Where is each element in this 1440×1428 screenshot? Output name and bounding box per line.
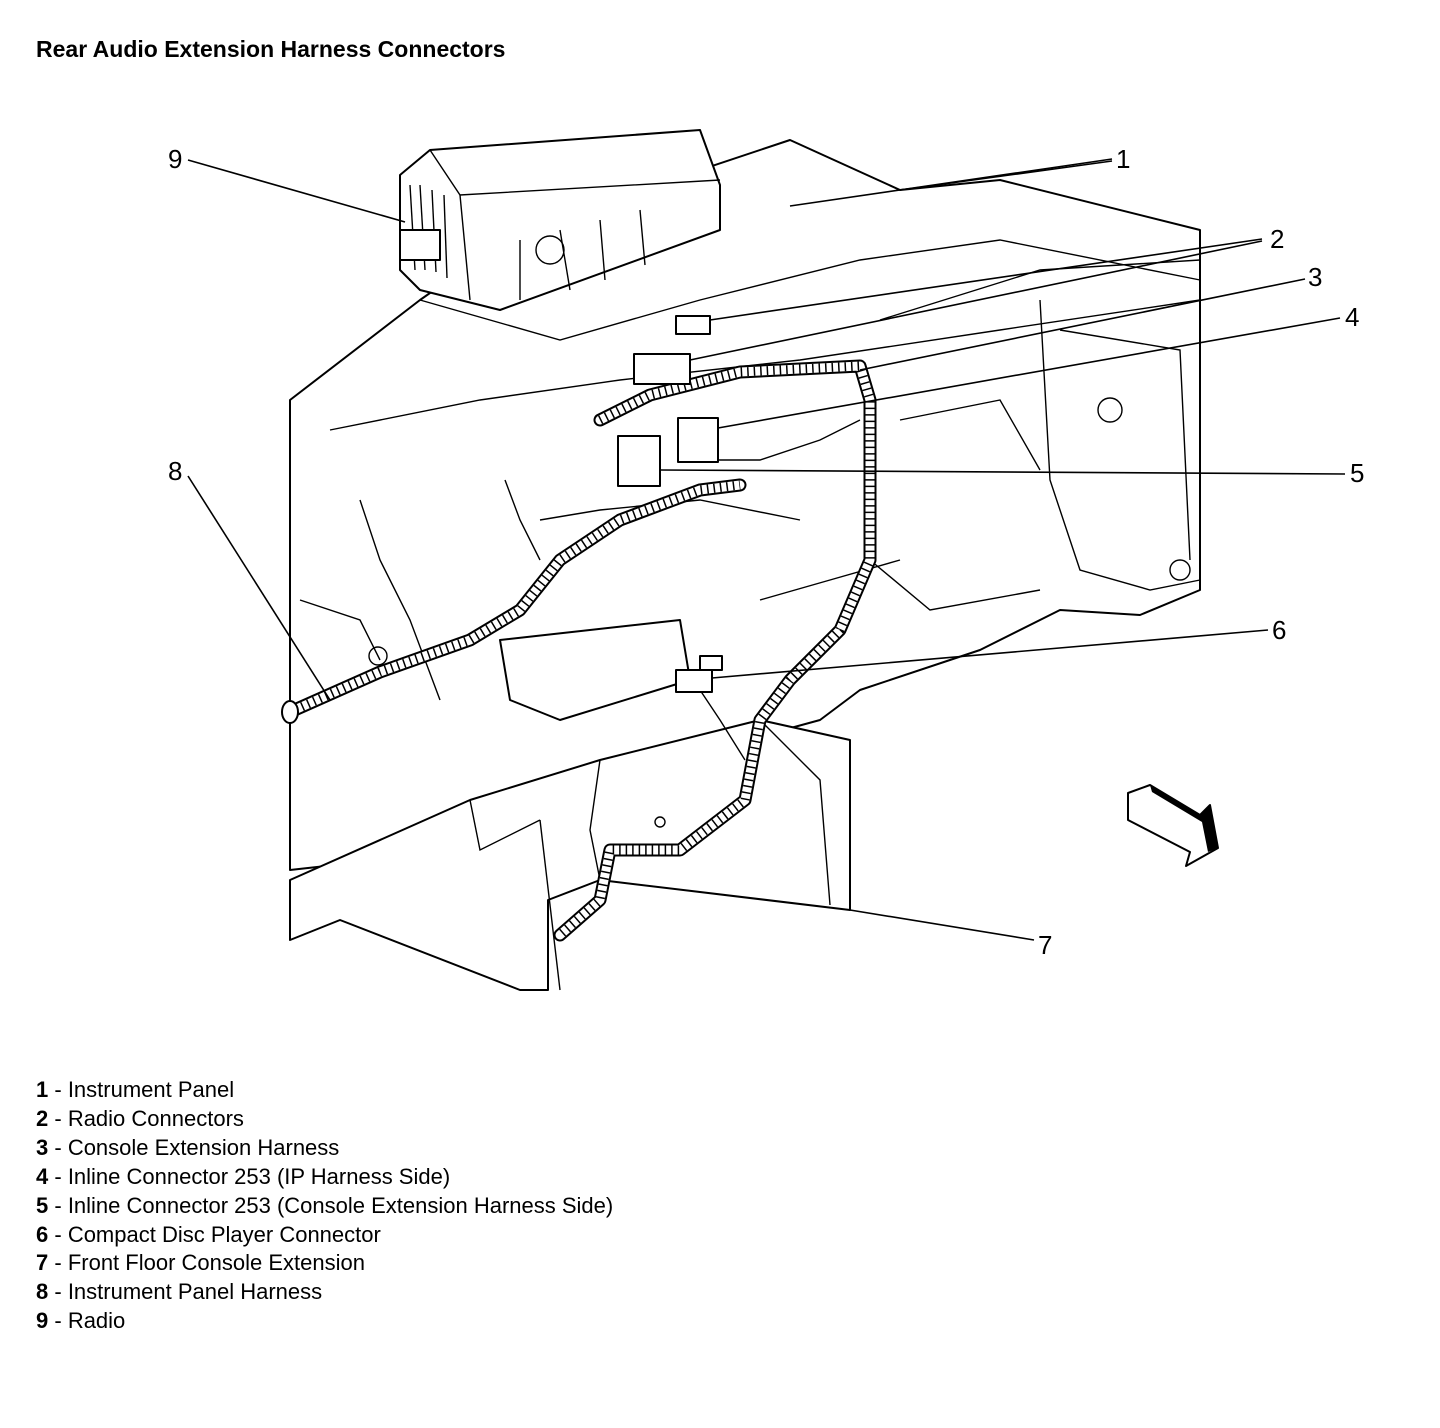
legend-number: 2 [36, 1105, 49, 1131]
callout-6: 6 [1272, 615, 1286, 645]
front-direction-arrow-icon [1127, 784, 1219, 867]
legend-item: 7 - Front Floor Console Extension [36, 1249, 613, 1278]
legend-label: Instrument Panel [67, 1077, 235, 1102]
legend-separator: - [48, 1134, 68, 1160]
legend-separator: - [48, 1163, 68, 1189]
cd-player-connector [675, 655, 723, 693]
legend-number: 1 [36, 1077, 49, 1102]
legend-item: 2 - Radio Connectors [36, 1105, 613, 1134]
legend-label: Radio Connectors [67, 1105, 244, 1131]
legend-number: 4 [36, 1163, 49, 1189]
legend-item: 4 - Inline Connector 253 (IP Harness Sid… [36, 1163, 613, 1192]
callout-4: 4 [1345, 302, 1359, 332]
legend-separator: - [48, 1105, 68, 1131]
legend-separator: - [48, 1250, 68, 1276]
legend-number: 3 [36, 1134, 49, 1160]
diagram-title: Rear Audio Extension Harness Connectors [36, 36, 506, 62]
leader-lines [187, 158, 1346, 941]
legend-number: 9 [36, 1308, 49, 1334]
legend-label: Instrument Panel Harness [67, 1279, 323, 1305]
legend-item: 5 - Inline Connector 253 (Console Extens… [36, 1192, 613, 1221]
inline-connector-253 [617, 417, 719, 487]
legend-label: Inline Connector 253 (IP Harness Side) [67, 1163, 451, 1189]
legend-item: 3 - Console Extension Harness [36, 1134, 613, 1163]
callout-7: 7 [1038, 930, 1052, 960]
instrument-panel-harness-wire [281, 478, 747, 724]
legend-item: 1 - Instrument Panel [36, 1076, 613, 1105]
legend-label: Radio [67, 1308, 126, 1334]
callout-3: 3 [1308, 262, 1322, 292]
legend-number: 8 [36, 1279, 49, 1305]
component-legend: 1 - Instrument Panel 2 - Radio Connector… [36, 1076, 613, 1336]
harness-illustration: 1 2 3 4 5 6 7 8 9 [168, 129, 1364, 991]
legend-separator: - [48, 1308, 68, 1334]
legend-separator: - [48, 1077, 68, 1102]
legend-item: 6 - Compact Disc Player Connector [36, 1221, 613, 1250]
radio-unit [399, 129, 721, 311]
callout-1: 1 [1116, 144, 1130, 174]
legend-label: Compact Disc Player Connector [67, 1221, 381, 1247]
legend-separator: - [48, 1279, 68, 1305]
legend-separator: - [48, 1192, 68, 1218]
callout-2: 2 [1270, 224, 1284, 254]
legend-separator: - [48, 1221, 68, 1247]
legend-label: Front Floor Console Extension [67, 1250, 365, 1276]
legend-number: 5 [36, 1192, 49, 1218]
callout-numbers: 1 2 3 4 5 6 7 8 9 [168, 144, 1364, 960]
console-extension-harness-wire [504, 359, 877, 942]
legend-label: Console Extension Harness [67, 1134, 340, 1160]
legend-label: Inline Connector 253 (Console Extension … [67, 1192, 614, 1218]
legend-item: 8 - Instrument Panel Harness [36, 1278, 613, 1307]
legend-item: 9 - Radio [36, 1307, 613, 1336]
legend-number: 7 [36, 1250, 49, 1276]
callout-5: 5 [1350, 458, 1364, 488]
radio-connectors [633, 315, 711, 385]
callout-8: 8 [168, 456, 182, 486]
callout-9: 9 [168, 144, 182, 174]
legend-number: 6 [36, 1221, 49, 1247]
